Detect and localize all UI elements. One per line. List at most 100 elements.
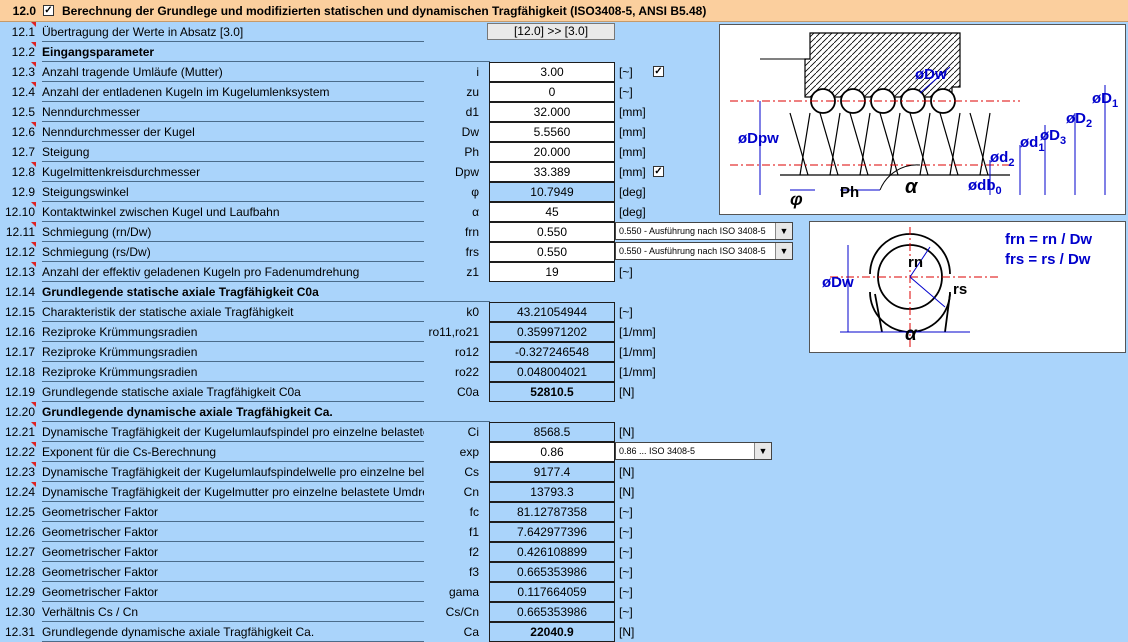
chevron-down-icon[interactable]: ▼ <box>775 223 792 239</box>
row-symbol: frn <box>464 225 479 239</box>
section-title: Berechnung der Grundlege und modifiziert… <box>62 4 707 18</box>
row-number: 12.11 <box>5 225 35 239</box>
row-number: 12.3 <box>11 65 35 79</box>
exp-select[interactable]: 0.86 ... ISO 3408-5 ▼ <box>615 442 772 460</box>
row-value: 0.665353986 <box>489 602 615 622</box>
frn-select[interactable]: 0.550 - Ausführung nach ISO 3408-5 ▼ <box>615 222 793 240</box>
row-value: 9177.4 <box>489 462 615 482</box>
row-value[interactable]: 32.000 <box>489 102 615 122</box>
row-unit: [~] <box>619 545 633 559</box>
row-unit: [deg] <box>619 185 646 199</box>
row-symbol: Ph <box>464 145 479 159</box>
row-checkbox[interactable]: ✓ <box>653 66 664 77</box>
d3cap-sub: 3 <box>1060 135 1066 147</box>
row-label: Übertragung der Werte in Absatz [3.0] <box>42 22 424 42</box>
row-unit: [mm] <box>619 125 646 139</box>
row-number: 12.18 <box>4 365 35 379</box>
row-unit: [N] <box>619 485 635 499</box>
row-number: 12.7 <box>11 145 35 159</box>
row-unit: [N] <box>619 385 635 399</box>
row-label: Verhältnis Cs / Cn <box>42 602 424 622</box>
d1-label: ød <box>1020 134 1038 151</box>
row-value: 0.426108899 <box>489 542 615 562</box>
row-symbol: Ca <box>463 625 479 639</box>
row-value[interactable]: 45 <box>489 202 615 222</box>
row-symbol: zu <box>466 85 479 99</box>
row-number: 12.22 <box>4 445 35 459</box>
row-unit: [~] <box>619 525 633 539</box>
svg-text:ødb0: ødb0 <box>968 177 1002 197</box>
row-number: 12.14 <box>4 285 35 299</box>
comment-marker <box>31 222 36 227</box>
row-value[interactable]: 0.550 <box>489 222 615 242</box>
transfer-values-button[interactable]: [12.0] >> [3.0] <box>487 23 615 40</box>
row-number: 12.20 <box>4 405 35 419</box>
row-label: Nenndurchmesser <box>42 102 424 122</box>
row-label: Nenndurchmesser der Kugel <box>42 122 424 142</box>
row-unit: [~] <box>619 565 633 579</box>
row-label: Kontaktwinkel zwischen Kugel und Laufbah… <box>42 202 424 222</box>
row-value[interactable]: 0.86 <box>489 442 615 462</box>
row-value[interactable]: 3.00 <box>489 62 615 82</box>
row-value[interactable]: 20.000 <box>489 142 615 162</box>
dw-label: øDw <box>822 274 854 291</box>
row-value[interactable]: 19 <box>489 262 615 282</box>
comment-marker <box>31 22 36 27</box>
row-unit: [1/mm] <box>619 345 656 359</box>
row-number: 12.2 <box>11 45 35 59</box>
chevron-down-icon[interactable]: ▼ <box>754 443 771 459</box>
chevron-down-icon[interactable]: ▼ <box>775 243 792 259</box>
comment-marker <box>31 42 36 47</box>
svg-text:øD3: øD3 <box>1040 127 1066 147</box>
section-checkbox[interactable]: ✓ <box>43 5 54 16</box>
row-symbol: Dpw <box>454 165 479 179</box>
row-value[interactable]: 0.550 <box>489 242 615 262</box>
row-unit: [mm] <box>619 105 646 119</box>
row-value: -0.327246548 <box>489 342 615 362</box>
row-value: 52810.5 <box>489 382 615 402</box>
row-number: 12.17 <box>4 345 35 359</box>
row-value[interactable]: 0 <box>489 82 615 102</box>
table-row: 12.14 Grundlegende statische axiale Tragf… <box>0 282 700 302</box>
row-symbol: ro11,ro21 <box>428 325 479 339</box>
row-number: 12.27 <box>4 545 35 559</box>
row-label: Dynamische Tragfähigkeit der Kugelmutter… <box>42 482 424 502</box>
row-label: Anzahl der effektiv geladenen Kugeln pro… <box>42 262 424 282</box>
row-label: Grundlegende dynamische axiale Tragfähig… <box>42 622 424 642</box>
comment-marker <box>31 482 36 487</box>
comment-marker <box>31 202 36 207</box>
row-symbol: ro12 <box>454 345 479 359</box>
row-value[interactable]: 33.389 <box>489 162 615 182</box>
row-unit: [~] <box>619 505 633 519</box>
row-label: Steigung <box>42 142 424 162</box>
row-symbol: d1 <box>465 105 479 119</box>
rs-label: rs <box>953 281 967 298</box>
comment-marker <box>31 62 36 67</box>
row-number: 12.1 <box>11 25 35 39</box>
comment-marker <box>31 82 36 87</box>
row-number: 12.26 <box>4 525 35 539</box>
row-unit: [~] <box>619 605 633 619</box>
row-label: Dynamische Tragfähigkeit der Kugelumlauf… <box>42 422 424 442</box>
frs-select[interactable]: 0.550 - Ausführung nach ISO 3408-5 ▼ <box>615 242 793 260</box>
exp-select-value: 0.86 ... ISO 3408-5 <box>619 446 696 456</box>
row-label: Grundlegende statische axiale Tragfähigk… <box>42 382 424 402</box>
comment-marker <box>31 422 36 427</box>
row-label: Grundlegende statische axiale Tragfähigk… <box>42 282 490 302</box>
row-number: 12.19 <box>4 385 35 399</box>
row-value[interactable]: 5.5560 <box>489 122 615 142</box>
table-row: 12.19 Grundlegende statische axiale Tragf… <box>0 382 700 402</box>
ball-screw-section-figure: øDw øDpw øD1 øD2 øD3 ød2 ød1 ødb0 Ph φ α <box>719 24 1126 215</box>
row-label: Anzahl der entladenen Kugeln im Kugeluml… <box>42 82 424 102</box>
row-checkbox[interactable]: ✓ <box>653 166 664 177</box>
